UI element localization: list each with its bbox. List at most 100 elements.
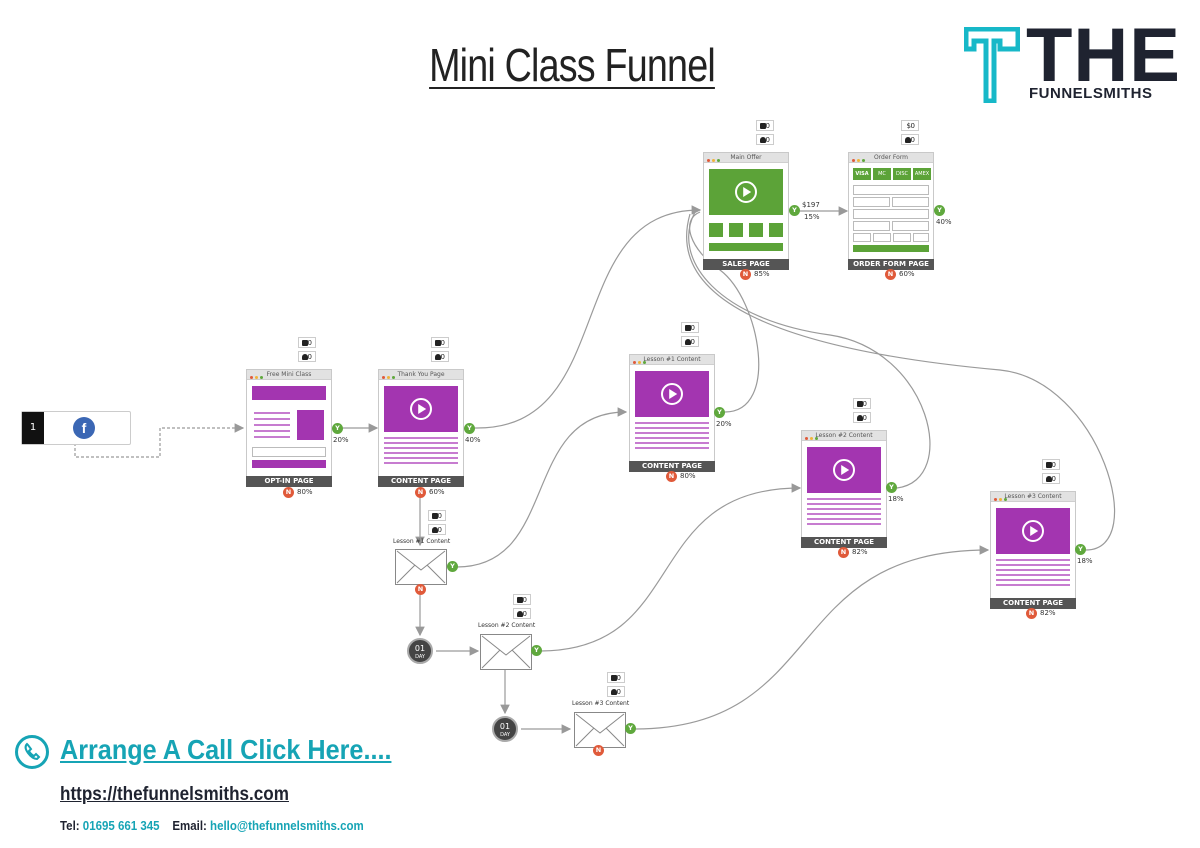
sales-no-pct: 85%	[754, 270, 770, 278]
tel-label: Tel:	[60, 819, 80, 833]
lesson2-users-counter: 0	[853, 412, 871, 423]
connector-thankyou-sales	[474, 205, 702, 429]
sales-checks-counter: 0	[756, 120, 774, 131]
lesson1-page-footer: CONTENT PAGE	[629, 461, 715, 472]
lesson1-checks-counter: 0	[681, 322, 699, 333]
lesson3-users-counter: 0	[1042, 473, 1060, 484]
order-dollars-counter: $0	[901, 120, 919, 131]
tel-value[interactable]: 01695 661 345	[82, 819, 160, 833]
logo-text: THE	[1026, 13, 1181, 98]
lesson3-no-pct: 82%	[1040, 609, 1056, 617]
lesson3-page-card[interactable]: Lesson #3 Content CONTENT PAGE	[990, 491, 1076, 609]
arrange-call-link[interactable]: Arrange A Call Click Here....	[60, 734, 392, 765]
play-icon	[833, 459, 855, 481]
optin-checks-counter: 0	[298, 337, 316, 348]
email2-yes-badge: Y	[531, 645, 542, 656]
email2-envelope-icon[interactable]	[480, 634, 532, 670]
email1-users-counter: 0	[428, 524, 446, 535]
optin-no-pct: 80%	[297, 488, 313, 496]
connector-lesson3-sales	[686, 213, 1116, 551]
play-icon	[410, 398, 432, 420]
email1-label: Lesson #1 Content	[393, 538, 451, 545]
website-link[interactable]: https://thefunnelsmiths.com	[60, 784, 289, 805]
order-page-card[interactable]: Order Form VISA MC DISC AMEX ORDER FORM …	[848, 152, 934, 270]
thankyou-page-card[interactable]: Thank You Page CONTENT PAGE	[378, 369, 464, 487]
sales-yes-pct: 15%	[804, 213, 820, 221]
email1-envelope-icon[interactable]	[395, 549, 447, 585]
optin-page-footer: OPT-IN PAGE	[246, 476, 332, 487]
contact-line: Tel: 01695 661 345 Email: hello@thefunne…	[60, 819, 364, 833]
email2-users-counter: 0	[513, 608, 531, 619]
sales-page-card[interactable]: Main Offer SALES PAGE	[703, 152, 789, 270]
user-icon	[435, 354, 441, 360]
lesson2-page-card[interactable]: Lesson #2 Content CONTENT PAGE	[801, 430, 887, 548]
optin-yes-badge: Y	[332, 423, 343, 434]
connector-source-optin	[74, 423, 245, 458]
lesson3-page-header: Lesson #3 Content	[1004, 493, 1062, 500]
traffic-source-node[interactable]: 1 f	[21, 411, 131, 445]
check-icon	[435, 340, 441, 346]
phone-icon	[15, 735, 49, 769]
lesson3-page-footer: CONTENT PAGE	[990, 598, 1076, 609]
discover-card-icon: DISC	[893, 168, 911, 180]
email3-no-badge: N	[593, 745, 604, 756]
optin-no-badge: N	[283, 487, 294, 498]
lesson3-yes-badge: Y	[1075, 544, 1086, 555]
email1-yes-badge: Y	[447, 561, 458, 572]
lesson1-page-header: Lesson #1 Content	[643, 356, 701, 363]
order-yes-pct: 40%	[936, 218, 952, 226]
sales-users-counter: 0	[756, 134, 774, 145]
optin-page-card[interactable]: Free Mini Class OPT-IN PAGE	[246, 369, 332, 487]
lesson1-yes-pct: 20%	[716, 420, 732, 428]
lesson2-yes-badge: Y	[886, 482, 897, 493]
lesson2-page-header: Lesson #2 Content	[815, 432, 873, 439]
email3-envelope-icon[interactable]	[574, 712, 626, 748]
source-number: 1	[22, 412, 44, 444]
logo-subtext: FUNNELSMITHS	[1029, 85, 1153, 102]
play-icon	[1022, 520, 1044, 542]
optin-submit-button	[252, 460, 326, 468]
order-page-header: Order Form	[873, 154, 909, 161]
order-page-footer: ORDER FORM PAGE	[848, 259, 934, 270]
lesson2-page-footer: CONTENT PAGE	[801, 537, 887, 548]
email3-users-counter: 0	[607, 686, 625, 697]
sales-no-badge: N	[740, 269, 751, 280]
lesson1-page-card[interactable]: Lesson #1 Content CONTENT PAGE	[629, 354, 715, 472]
connector-email1-lesson1	[456, 407, 628, 568]
email2-checks-counter: 0	[513, 594, 531, 605]
thankyou-no-badge: N	[415, 487, 426, 498]
thankyou-no-pct: 60%	[429, 488, 445, 496]
book-image	[297, 410, 324, 440]
visa-card-icon: VISA	[853, 168, 871, 180]
play-icon	[661, 383, 683, 405]
check-icon	[685, 325, 691, 331]
order-no-badge: N	[885, 269, 896, 280]
thankyou-yes-badge: Y	[464, 423, 475, 434]
funnelsmiths-logo-icon	[964, 27, 1020, 103]
user-icon	[302, 354, 308, 360]
connector-lesson2-sales	[688, 211, 931, 489]
email-value[interactable]: hello@thefunnelsmiths.com	[210, 819, 364, 833]
email-label: Email:	[172, 819, 207, 833]
user-icon	[685, 339, 691, 345]
lesson3-no-badge: N	[1026, 608, 1037, 619]
check-icon	[760, 123, 766, 129]
email3-yes-badge: Y	[625, 723, 636, 734]
play-icon	[735, 181, 757, 203]
thankyou-yes-pct: 40%	[465, 436, 481, 444]
optin-page-header: Free Mini Class	[266, 371, 312, 378]
user-icon	[1046, 476, 1052, 482]
optin-yes-pct: 20%	[333, 436, 349, 444]
user-icon	[432, 527, 438, 533]
lesson2-no-badge: N	[838, 547, 849, 558]
order-no-pct: 60%	[899, 270, 915, 278]
email3-label: Lesson #3 Content	[572, 700, 630, 707]
lesson1-users-counter: 0	[681, 336, 699, 347]
sales-buy-button	[709, 243, 783, 251]
user-icon	[611, 689, 617, 695]
check-icon	[302, 340, 308, 346]
page-title: Mini Class Funnel	[429, 39, 716, 91]
